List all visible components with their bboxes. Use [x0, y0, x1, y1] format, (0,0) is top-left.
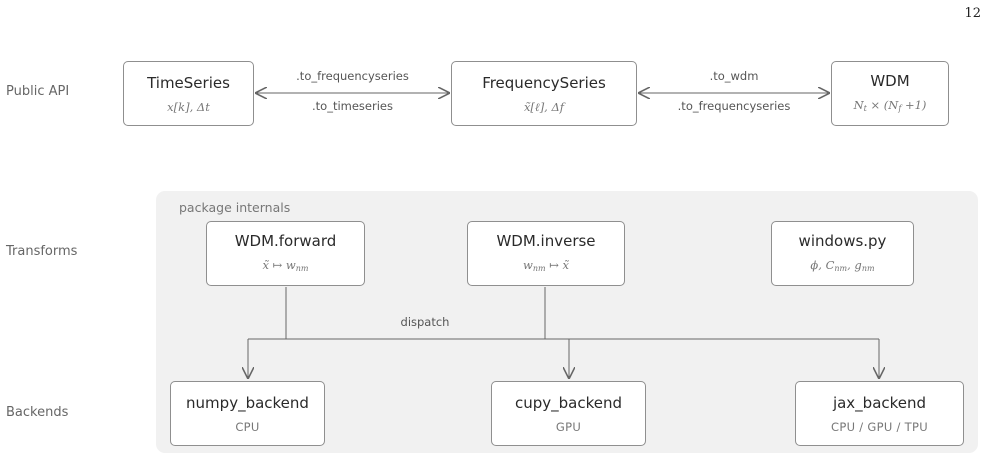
wdm-inverse-node: WDM.inverse wnm ↦ x̃	[467, 221, 625, 286]
cupy-backend-device: GPU	[555, 419, 582, 434]
frequencyseries-node: FrequencySeries x̃[ℓ], Δf	[451, 61, 637, 126]
edge-label-dispatch: dispatch	[400, 315, 450, 329]
wdm-inverse-title: WDM.inverse	[496, 231, 596, 250]
cupy-backend-title: cupy_backend	[514, 393, 623, 412]
wdm-formula: Nt × (Nf +1)	[853, 97, 927, 113]
jax-backend-title: jax_backend	[832, 393, 927, 412]
wdm-forward-formula: x̃ ↦ wnm	[262, 257, 309, 273]
page-number: 12	[964, 6, 981, 21]
wdm-node: WDM Nt × (Nf +1)	[831, 61, 949, 126]
edge-label-wdm-to-frequencyseries: .to_frequencyseries	[677, 99, 791, 113]
wdm-title: WDM	[870, 71, 910, 90]
timeseries-formula: x[k], Δt	[167, 99, 210, 114]
edge-label-to-wdm: .to_wdm	[709, 69, 759, 83]
windows-title: windows.py	[798, 231, 887, 250]
timeseries-node: TimeSeries x[k], Δt	[123, 61, 254, 126]
cupy-backend-node: cupy_backend GPU	[491, 381, 646, 446]
jax-backend-device: CPU / GPU / TPU	[831, 419, 928, 434]
package-internals-label: package internals	[179, 200, 291, 215]
row-label-backends: Backends	[6, 405, 69, 420]
row-label-public-api: Public API	[6, 84, 70, 99]
jax-backend-node: jax_backend CPU / GPU / TPU	[795, 381, 964, 446]
wdm-forward-title: WDM.forward	[234, 231, 337, 250]
wdm-inverse-formula: wnm ↦ x̃	[522, 257, 570, 273]
windows-node: windows.py ϕ, Cnm, gnm	[771, 221, 914, 286]
numpy-backend-device: CPU	[235, 419, 260, 434]
windows-formula: ϕ, Cnm, gnm	[810, 257, 875, 273]
wdm-forward-node: WDM.forward x̃ ↦ wnm	[206, 221, 365, 286]
numpy-backend-node: numpy_backend CPU	[170, 381, 325, 446]
frequencyseries-formula: x̃[ℓ], Δf	[523, 99, 565, 114]
timeseries-title: TimeSeries	[147, 73, 230, 92]
row-label-transforms: Transforms	[6, 244, 78, 259]
edge-label-to-frequencyseries: .to_frequencyseries	[296, 69, 409, 83]
numpy-backend-title: numpy_backend	[186, 393, 309, 412]
frequencyseries-title: FrequencySeries	[482, 73, 606, 92]
edge-label-to-timeseries: .to_timeseries	[312, 99, 393, 113]
